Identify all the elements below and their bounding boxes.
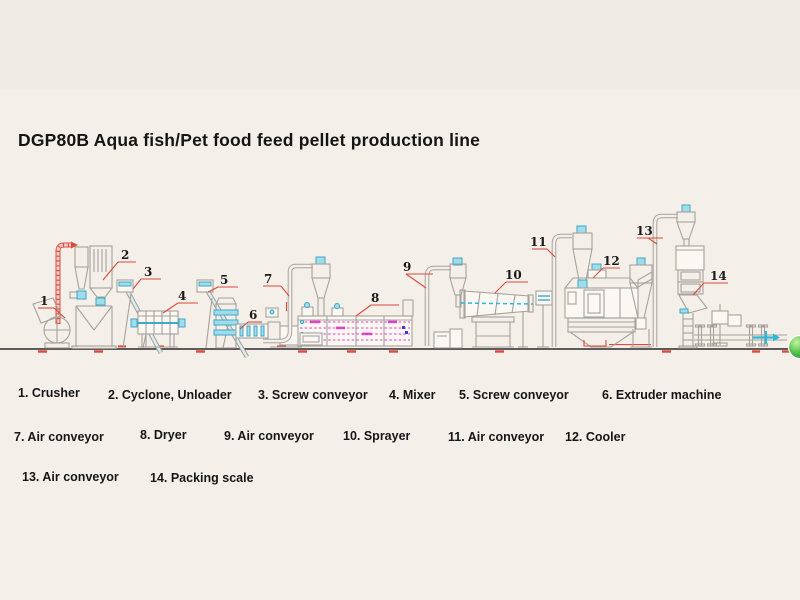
ground-line xyxy=(0,344,800,353)
machine-2-cyclone-unloader xyxy=(69,245,117,349)
machine-14-packing-scale xyxy=(675,204,787,349)
legend-item-14: 14. Packing scale xyxy=(150,471,254,485)
machine-8-dryer xyxy=(297,299,414,347)
diagram-number-10: 10 xyxy=(505,268,522,282)
diagram-number-4: 4 xyxy=(178,289,187,303)
diagram-number-14: 14 xyxy=(710,269,727,283)
legend-item-11: 11. Air conveyor xyxy=(448,430,545,444)
legend-item-7: 7. Air conveyor xyxy=(14,430,104,444)
diagram-number-11: 11 xyxy=(530,235,547,249)
diagram-number-7: 7 xyxy=(264,272,273,286)
legend-item-10: 10. Sprayer xyxy=(343,429,411,443)
legend-item-13: 13. Air conveyor xyxy=(22,470,119,484)
machine-9-air-conveyor xyxy=(424,257,467,349)
machine-11-air-conveyor xyxy=(551,225,593,347)
legend-item-5: 5. Screw conveyor xyxy=(459,388,569,402)
legend-item-8: 8. Dryer xyxy=(140,428,187,442)
diagram-number-3: 3 xyxy=(144,265,153,279)
diagram-number-8: 8 xyxy=(371,291,380,305)
legend-item-2: 2. Cyclone, Unloader xyxy=(108,388,232,402)
machine-7-air-conveyor xyxy=(263,256,331,344)
legend-item-1: 1. Crusher xyxy=(18,386,80,400)
machine-13-air-conveyor xyxy=(652,213,678,347)
green-ball-chat-widget[interactable] xyxy=(787,334,800,360)
legend-item-9: 9. Air conveyor xyxy=(224,429,314,443)
legend-item-3: 3. Screw conveyor xyxy=(258,388,368,402)
machine-1-crusher xyxy=(32,241,78,349)
legend-item-12: 12. Cooler xyxy=(565,430,626,444)
diagram-number-2: 2 xyxy=(121,248,130,262)
diagram-number-1: 1 xyxy=(40,294,49,308)
diagram-number-5: 5 xyxy=(220,273,229,287)
machine-12-cooler xyxy=(563,257,653,348)
machine-5-screw-conveyor xyxy=(196,279,249,359)
page-title: DGP80B Aqua fish/Pet food feed pellet pr… xyxy=(18,130,481,150)
legend-item-6: 6. Extruder machine xyxy=(602,388,722,402)
label-leader-lines xyxy=(38,237,728,330)
conveyor-posts xyxy=(694,324,769,347)
diagram-number-12: 12 xyxy=(603,254,620,268)
machine-10-sprayer xyxy=(459,289,553,348)
diagram-number-6: 6 xyxy=(249,308,258,322)
diagram-number-13: 13 xyxy=(636,224,653,238)
legend-item-4: 4. Mixer xyxy=(389,388,436,402)
machine-4-mixer xyxy=(130,310,186,348)
diagram-number-9: 9 xyxy=(403,260,412,274)
